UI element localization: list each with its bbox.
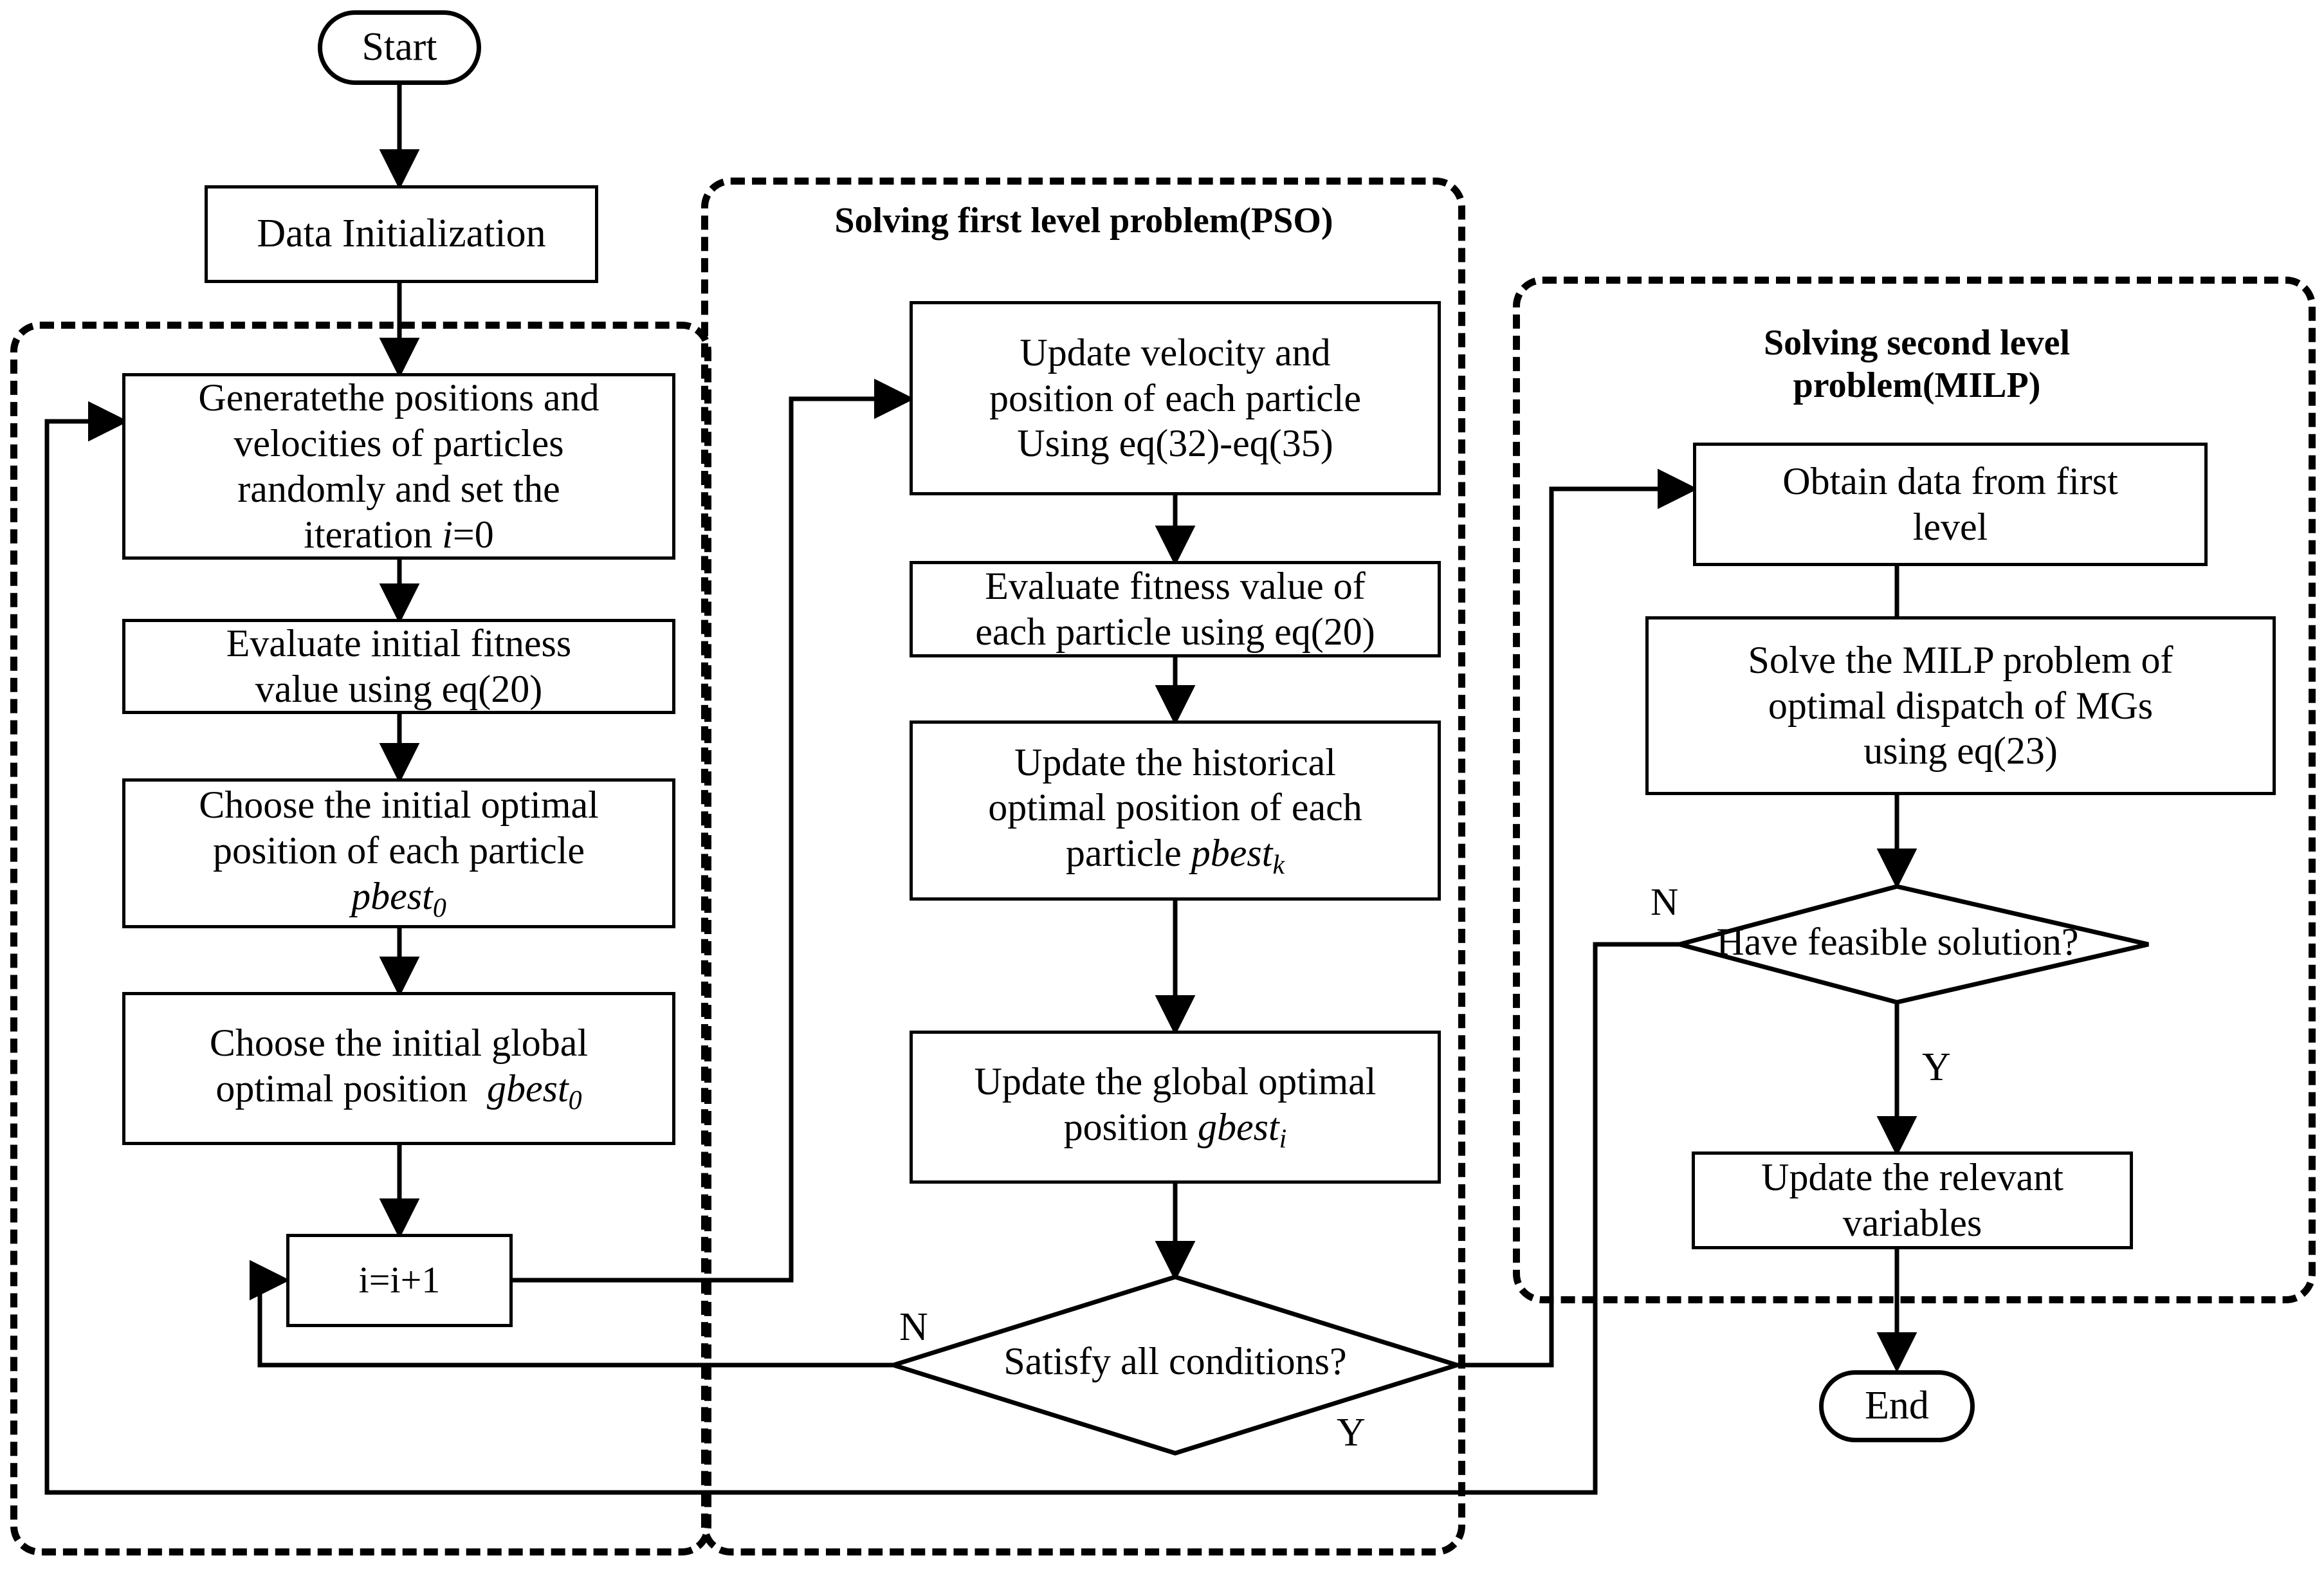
decision-satisfy-label: Satisfy all conditions? xyxy=(1003,1340,1347,1382)
node-update-velocity-position[interactable]: Update velocity and position of each par… xyxy=(910,301,1441,495)
node-update-velocity-position-label: Update velocity and position of each par… xyxy=(989,331,1362,465)
node-update-pbest-label: Update the historical optimal position o… xyxy=(988,740,1362,880)
decision-feasible-label: Have feasible solution? xyxy=(1716,921,2079,963)
node-update-pbest[interactable]: Update the historical optimal position o… xyxy=(910,720,1441,901)
node-solve-milp-label: Solve the MILP problem of optimal dispat… xyxy=(1748,638,2173,773)
group-pso-title: Solving first level problem(PSO) xyxy=(834,201,1333,241)
node-choose-initial-gbest-label: Choose the initial global optimal positi… xyxy=(209,1021,589,1115)
node-generate-particles[interactable]: Generatethe positions and velocities of … xyxy=(122,373,675,560)
node-generate-particles-label: Generatethe positions and velocities of … xyxy=(198,376,599,556)
node-update-gbest-label: Update the global optimal position gbest… xyxy=(974,1060,1377,1154)
node-data-initialization[interactable]: Data Initialization xyxy=(205,185,598,283)
node-start-label: Start xyxy=(361,25,437,69)
edge-label-satisfy-no: N xyxy=(899,1305,928,1349)
node-obtain-data-first-level[interactable]: Obtain data from first level xyxy=(1693,443,2208,566)
node-end-label: End xyxy=(1865,1384,1929,1428)
node-evaluate-fitness[interactable]: Evaluate fitness value of each particle … xyxy=(910,561,1441,657)
node-update-relevant-variables[interactable]: Update the relevant variables xyxy=(1692,1151,2133,1249)
node-update-gbest[interactable]: Update the global optimal position gbest… xyxy=(910,1031,1441,1184)
node-choose-initial-gbest[interactable]: Choose the initial global optimal positi… xyxy=(122,992,675,1145)
group-pso xyxy=(701,178,1465,1555)
group-milp-title: Solving second level problem(MILP) xyxy=(1763,323,2071,406)
node-evaluate-initial-fitness[interactable]: Evaluate initial fitness value using eq(… xyxy=(122,619,675,714)
edge-label-feasible-yes: Y xyxy=(1922,1045,1951,1089)
node-obtain-data-first-level-label: Obtain data from first level xyxy=(1782,460,2118,548)
edge-label-satisfy-yes: Y xyxy=(1337,1411,1366,1454)
node-increment-iteration[interactable]: i=i+1 xyxy=(286,1234,513,1327)
node-evaluate-fitness-label: Evaluate fitness value of each particle … xyxy=(975,565,1375,653)
node-evaluate-initial-fitness-label: Evaluate initial fitness value using eq(… xyxy=(226,622,572,710)
edge-label-feasible-no: N xyxy=(1651,881,1679,923)
node-start[interactable]: Start xyxy=(318,10,481,85)
node-choose-initial-pbest[interactable]: Choose the initial optimal position of e… xyxy=(122,778,675,928)
node-increment-iteration-label: i=i+1 xyxy=(358,1259,441,1301)
node-update-relevant-variables-label: Update the relevant variables xyxy=(1761,1156,2063,1244)
node-solve-milp[interactable]: Solve the MILP problem of optimal dispat… xyxy=(1645,616,2276,795)
node-end[interactable]: End xyxy=(1819,1370,1975,1442)
decision-satisfy-all-conditions xyxy=(886,1274,1465,1456)
node-data-initialization-label: Data Initialization xyxy=(257,212,546,256)
group-milp xyxy=(1513,277,2316,1303)
decision-have-feasible-solution xyxy=(1670,884,2149,1005)
node-choose-initial-pbest-label: Choose the initial optimal position of e… xyxy=(199,784,599,923)
